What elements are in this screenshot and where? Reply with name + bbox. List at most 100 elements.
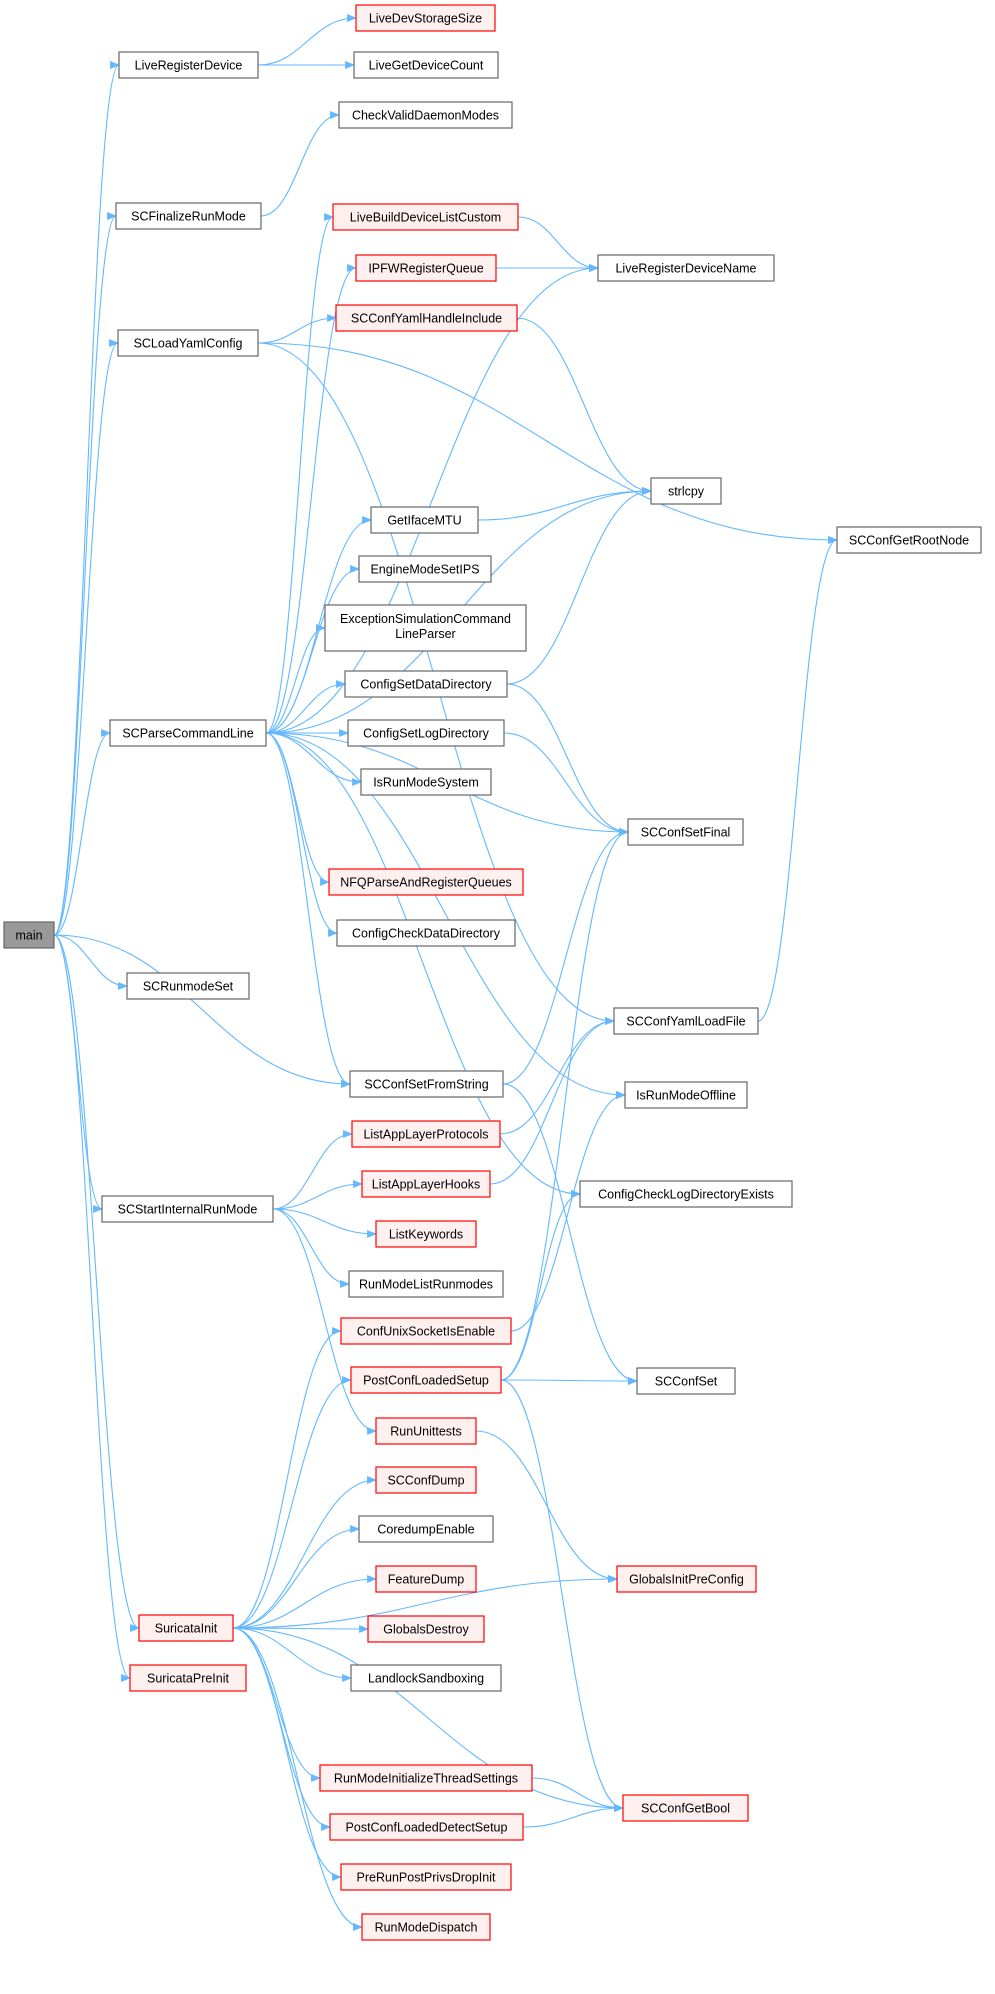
- node-SCConfYamlHandleInclude[interactable]: SCConfYamlHandleInclude: [335, 304, 518, 332]
- node-label: GlobalsDestroy: [383, 1623, 469, 1637]
- edge-SCConfYamlHandleInclude-to-strlcpy: [516, 317, 652, 495]
- node-ConfigSetDataDirectory[interactable]: ConfigSetDataDirectory: [344, 670, 508, 698]
- node-label: LiveBuildDeviceListCustom: [350, 211, 501, 225]
- node-ConfigCheckDataDirectory[interactable]: ConfigCheckDataDirectory: [336, 919, 516, 947]
- node-label: strlcpy: [668, 485, 705, 499]
- node-GlobalsInitPreConfig[interactable]: GlobalsInitPreConfig: [616, 1565, 757, 1593]
- node-box: [350, 1664, 502, 1692]
- node-ConfigCheckLogDirectoryExists[interactable]: ConfigCheckLogDirectoryExists: [579, 1180, 793, 1208]
- node-LandlockSandboxing[interactable]: LandlockSandboxing: [350, 1664, 502, 1692]
- node-SuricataPreInit[interactable]: SuricataPreInit: [129, 1664, 247, 1692]
- edge-SuricataInit-to-FeatureDump: [232, 1575, 377, 1629]
- node-box: [319, 1764, 533, 1792]
- edge-main-to-SuricataPreInit: [53, 934, 131, 1682]
- node-label: ConfUnixSocketIsEnable: [357, 1325, 495, 1339]
- node-box: [336, 919, 516, 947]
- node-box: [358, 555, 492, 583]
- node-box: [355, 254, 497, 282]
- edge-SCStartInternalRunMode-to-RunUnittests: [272, 1208, 377, 1435]
- node-ConfigSetLogDirectory[interactable]: ConfigSetLogDirectory: [347, 719, 505, 747]
- node-SCStartInternalRunMode[interactable]: SCStartInternalRunMode: [101, 1195, 274, 1223]
- node-CheckValidDaemonModes[interactable]: CheckValidDaemonModes: [338, 101, 513, 129]
- edge-SCStartInternalRunMode-to-RunModeListRunmodes: [272, 1208, 350, 1288]
- node-FeatureDump[interactable]: FeatureDump: [375, 1565, 477, 1593]
- edge-PostConfLoadedSetup-to-SCConfSetFinal: [500, 828, 629, 1381]
- edge-SCParseCommandLine-to-SCConfSetFromString: [265, 732, 351, 1088]
- node-box: [836, 526, 982, 554]
- edge-main-to-SCParseCommandLine: [53, 729, 111, 936]
- node-ListAppLayerHooks[interactable]: ListAppLayerHooks: [361, 1170, 491, 1198]
- edges-layer: [53, 14, 838, 1931]
- edge-SCParseCommandLine-to-ConfigSetDataDirectory: [265, 680, 346, 734]
- node-GlobalsDestroy[interactable]: GlobalsDestroy: [367, 1615, 485, 1643]
- node-SCConfGetBool[interactable]: SCConfGetBool: [622, 1794, 749, 1822]
- node-SCRunmodeSet[interactable]: SCRunmodeSet: [126, 972, 250, 1000]
- node-strlcpy[interactable]: strlcpy: [650, 477, 722, 505]
- node-RunUnittests[interactable]: RunUnittests: [375, 1417, 477, 1445]
- node-box: [349, 1070, 504, 1098]
- node-label: SuricataPreInit: [147, 1672, 230, 1686]
- edge-SCParseCommandLine-to-ConfigCheckLogDirectoryExists: [265, 732, 581, 1198]
- node-label: SCConfYamlHandleInclude: [351, 312, 502, 326]
- node-ListAppLayerProtocols[interactable]: ListAppLayerProtocols: [351, 1120, 501, 1148]
- node-label: SCConfGetRootNode: [849, 534, 969, 548]
- node-label: GetIfaceMTU: [387, 514, 461, 528]
- node-LiveGetDeviceCount[interactable]: LiveGetDeviceCount: [353, 51, 499, 79]
- node-label: RunUnittests: [390, 1425, 462, 1439]
- edge-SuricataInit-to-PostConfLoadedSetup: [232, 1376, 352, 1629]
- node-SuricataInit[interactable]: SuricataInit: [138, 1614, 234, 1642]
- node-LiveBuildDeviceListCustom[interactable]: LiveBuildDeviceListCustom: [332, 203, 519, 231]
- node-label: CheckValidDaemonModes: [352, 109, 499, 123]
- edge-PostConfLoadedSetup-to-ConfigCheckLogDirectoryExists: [500, 1190, 581, 1381]
- node-RunModeInitializeThreadSettings[interactable]: RunModeInitializeThreadSettings: [319, 1764, 533, 1792]
- node-SCConfSet[interactable]: SCConfSet: [636, 1367, 736, 1395]
- node-label: RunModeDispatch: [375, 1921, 478, 1935]
- edge-SuricataInit-to-LandlockSandboxing: [232, 1627, 352, 1682]
- node-label: LiveRegisterDeviceName: [615, 262, 756, 276]
- node-IsRunModeSystem[interactable]: IsRunModeSystem: [360, 768, 492, 796]
- node-LiveDevStorageSize[interactable]: LiveDevStorageSize: [355, 4, 496, 32]
- node-GetIfaceMTU[interactable]: GetIfaceMTU: [370, 506, 479, 534]
- node-IsRunModeOffline[interactable]: IsRunModeOffline: [624, 1081, 748, 1109]
- node-CoredumpEnable[interactable]: CoredumpEnable: [358, 1515, 494, 1543]
- node-label: ListAppLayerProtocols: [363, 1128, 488, 1142]
- node-RunModeListRunmodes[interactable]: RunModeListRunmodes: [348, 1270, 504, 1298]
- node-label: RunModeInitializeThreadSettings: [334, 1772, 518, 1786]
- node-SCConfSetFromString[interactable]: SCConfSetFromString: [349, 1070, 504, 1098]
- node-label: main: [15, 929, 42, 943]
- node-PostConfLoadedSetup[interactable]: PostConfLoadedSetup: [350, 1366, 502, 1394]
- node-label: SCRunmodeSet: [143, 980, 234, 994]
- node-IPFWRegisterQueue[interactable]: IPFWRegisterQueue: [355, 254, 497, 282]
- node-EngineModeSetIPS[interactable]: EngineModeSetIPS: [358, 555, 492, 583]
- node-SCLoadYamlConfig[interactable]: SCLoadYamlConfig: [117, 329, 259, 357]
- node-SCConfDump[interactable]: SCConfDump: [375, 1466, 477, 1494]
- node-ConfUnixSocketIsEnable[interactable]: ConfUnixSocketIsEnable: [340, 1317, 512, 1345]
- edge-SCStartInternalRunMode-to-ListAppLayerProtocols: [272, 1130, 353, 1210]
- node-label: LiveRegisterDevice: [135, 59, 243, 73]
- node-main[interactable]: main: [3, 921, 55, 949]
- edge-ListAppLayerProtocols-to-SCConfYamlLoadFile: [499, 1017, 615, 1135]
- edge-SuricataInit-to-RunModeDispatch: [232, 1627, 363, 1931]
- node-SCConfGetRootNode[interactable]: SCConfGetRootNode: [836, 526, 982, 554]
- node-SCConfSetFinal[interactable]: SCConfSetFinal: [627, 818, 744, 846]
- node-NFQParseAndRegisterQueues[interactable]: NFQParseAndRegisterQueues: [328, 868, 524, 896]
- node-box: [597, 254, 775, 282]
- edge-SCConfSetFromString-to-SCConfSetFinal: [502, 828, 629, 1085]
- node-label: FeatureDump: [388, 1573, 464, 1587]
- node-LiveRegisterDevice[interactable]: LiveRegisterDevice: [118, 51, 259, 79]
- node-box: [361, 1913, 491, 1941]
- node-RunModeDispatch[interactable]: RunModeDispatch: [361, 1913, 491, 1941]
- node-SCParseCommandLine[interactable]: SCParseCommandLine: [109, 719, 267, 747]
- node-label: GlobalsInitPreConfig: [629, 1573, 744, 1587]
- node-PostConfLoadedDetectSetup[interactable]: PostConfLoadedDetectSetup: [329, 1813, 524, 1841]
- node-SCFinalizeRunMode[interactable]: SCFinalizeRunMode: [115, 202, 262, 230]
- node-SCConfYamlLoadFile[interactable]: SCConfYamlLoadFile: [613, 1007, 759, 1035]
- node-label: SuricataInit: [155, 1622, 218, 1636]
- edge-ListAppLayerHooks-to-SCConfYamlLoadFile: [489, 1017, 615, 1185]
- node-ListKeywords[interactable]: ListKeywords: [375, 1220, 477, 1248]
- node-PreRunPostPrivsDropInit[interactable]: PreRunPostPrivsDropInit: [340, 1863, 512, 1891]
- node-LiveRegisterDeviceName[interactable]: LiveRegisterDeviceName: [597, 254, 775, 282]
